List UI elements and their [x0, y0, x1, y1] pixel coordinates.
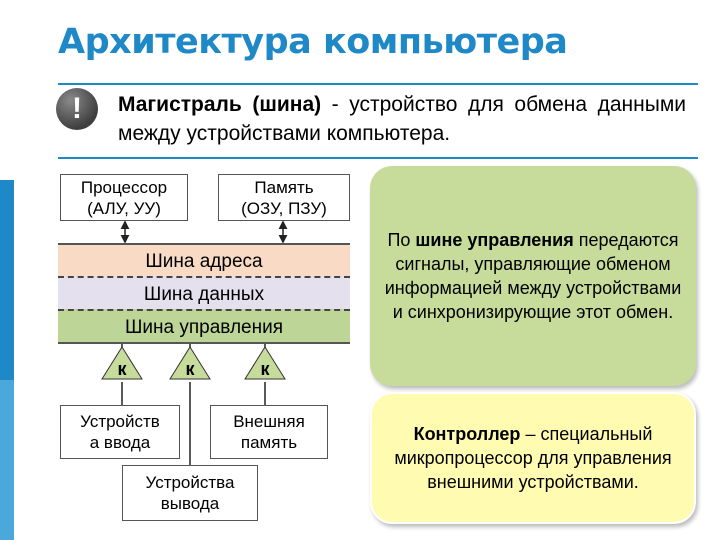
controller-3: к: [243, 345, 287, 381]
slide-title: Архитектура компьютера: [58, 22, 568, 62]
title-divider: [58, 83, 698, 85]
address-bus: Шина адреса: [58, 243, 350, 276]
controller-1: к: [100, 345, 144, 381]
left-accent-bar-middle: [0, 180, 14, 380]
control-bus-note: По шине управления передаются сигналы, у…: [370, 166, 696, 386]
data-bus: Шина данных: [58, 276, 350, 309]
exclamation-icon: !: [56, 88, 98, 130]
control-note-after: передаются сигналы, управляющие обменом …: [384, 230, 682, 322]
input-device-box: Устройств а ввода: [60, 405, 180, 459]
left-accent-bar-bottom: [0, 380, 14, 540]
controller-note-bold: Контроллер: [413, 424, 521, 444]
memory-box: Память(ОЗУ, ПЗУ): [218, 174, 350, 221]
controller-2-label: к: [185, 359, 195, 379]
controller-2: к: [168, 345, 212, 381]
processor-label: Процессор: [80, 177, 168, 197]
definition-divider: [58, 157, 698, 159]
external-memory-box: Внешняя память: [210, 405, 328, 459]
input-device-label: Устройств: [80, 412, 160, 431]
processor-box: Процессор(АЛУ, УУ): [60, 174, 188, 221]
control-note-before: По: [387, 230, 416, 250]
external-memory-label: Внешняя: [233, 412, 305, 431]
output-device-label: Устройства: [145, 473, 235, 492]
processor-sublabel: (АЛУ, УУ): [87, 198, 161, 218]
left-accent-bar-top: [0, 0, 14, 180]
control-bus: Шина управления: [58, 309, 350, 344]
controller-note-after: – специальный микропроцессор для управле…: [394, 424, 672, 492]
output-device-box: Устройства вывода: [122, 465, 258, 521]
memory-sublabel: (ОЗУ, ПЗУ): [241, 198, 327, 218]
input-device-label-2: а ввода: [89, 433, 151, 452]
definition-text: Магистраль (шина) - устройство для обмен…: [118, 90, 686, 148]
controller-3-label: к: [260, 359, 270, 379]
memory-label: Память: [254, 177, 314, 197]
definition-term: Магистраль (шина): [118, 93, 322, 116]
definition-body: - устройство для обмена данными между ус…: [118, 93, 686, 145]
output-device-label-2: вывода: [160, 494, 220, 513]
controller-note: Контроллер – специальный микропроцессор …: [370, 392, 696, 524]
controller-1-label: к: [117, 359, 127, 379]
control-note-bold: шине управления: [415, 230, 574, 250]
external-memory-label-2: память: [240, 433, 298, 452]
